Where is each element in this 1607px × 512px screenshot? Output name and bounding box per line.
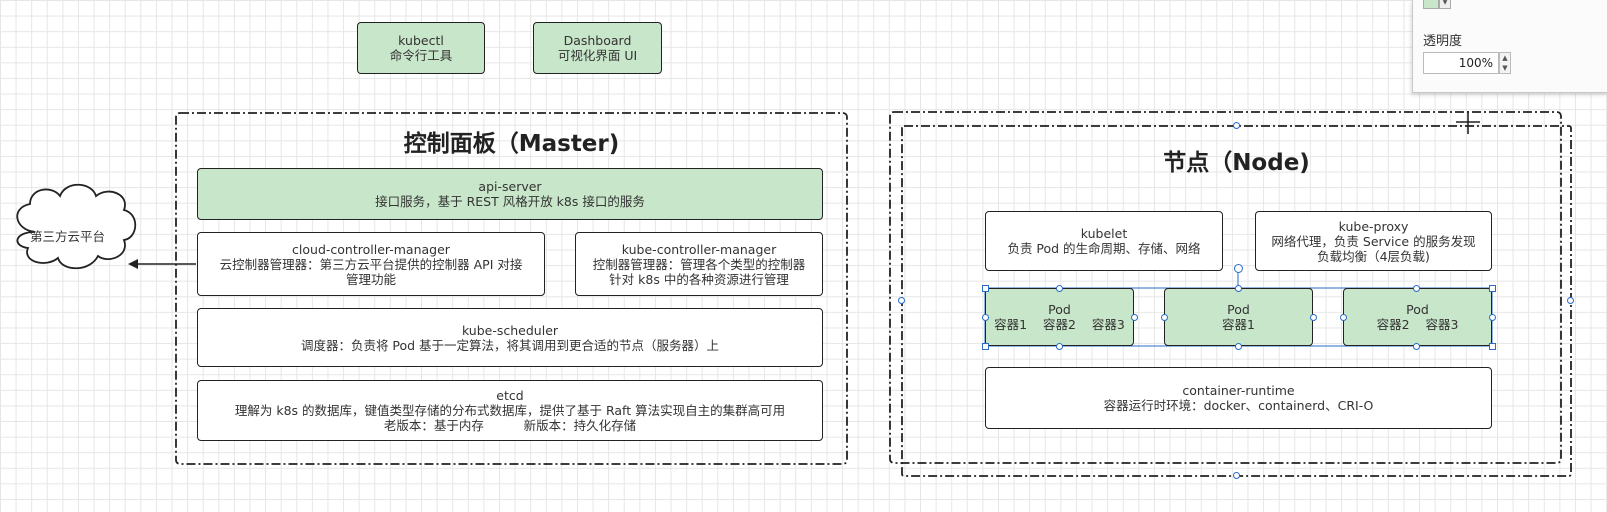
pod-box-3[interactable]: Pod 容器2 容器3: [1343, 288, 1492, 346]
connect-handle[interactable]: [1235, 343, 1242, 350]
group-handle-right[interactable]: [1567, 297, 1574, 304]
container-runtime-box[interactable]: container-runtime 容器运行时环境：docker、contain…: [985, 367, 1492, 429]
fill-color-swatch[interactable]: [1423, 0, 1439, 9]
connect-handle[interactable]: [1056, 285, 1063, 292]
kubectl-desc: 命令行工具: [389, 48, 453, 63]
kcm-name: kube-controller-manager: [621, 241, 777, 257]
kube-scheduler-box[interactable]: kube-scheduler 调度器：负责将 Pod 基于一定算法，将其调用到更…: [197, 308, 823, 367]
opacity-label: 透明度: [1423, 34, 1463, 49]
kubectl-box[interactable]: kubectl 命令行工具: [357, 22, 485, 74]
arrow-head: [128, 259, 138, 269]
kubelet-name: kubelet: [1080, 226, 1128, 241]
kubelet-box[interactable]: kubelet 负责 Pod 的生命周期、存储、网络: [985, 211, 1223, 271]
kcm-desc-2: 针对 k8s 中的各种资源进行管理: [609, 271, 789, 287]
pod-3-containers: 容器2 容器3: [1376, 317, 1459, 332]
pod-2-containers: 容器1: [1222, 317, 1255, 332]
connect-handle[interactable]: [982, 314, 989, 321]
etcd-box[interactable]: etcd 理解为 k8s 的数据库，键值类型存储的分布式数据库，提供了基于 Ra…: [197, 380, 823, 441]
kube-controller-manager-box[interactable]: kube-controller-manager 控制器管理器：管理各个类型的控制…: [575, 232, 823, 296]
connect-handle[interactable]: [1413, 343, 1420, 350]
kubectl-name: kubectl: [398, 33, 444, 48]
resize-handle-ne[interactable]: [1489, 285, 1496, 292]
connect-handle[interactable]: [1413, 285, 1420, 292]
chevron-down-icon[interactable]: ▼: [1439, 0, 1451, 9]
group-handle-bottom[interactable]: [1233, 472, 1240, 479]
opacity-input[interactable]: 100%: [1423, 52, 1499, 74]
rotate-handle[interactable]: [1234, 264, 1243, 273]
pod-1-name: Pod: [1048, 302, 1071, 317]
runtime-name: container-runtime: [1182, 383, 1295, 398]
ccm-desc-2: 管理功能: [345, 271, 396, 287]
kubelet-desc: 负责 Pod 的生命周期、存储、网络: [1007, 241, 1201, 256]
opacity-stepper[interactable]: ▲▼: [1499, 52, 1511, 74]
cloud-shape: [16, 183, 137, 270]
dashboard-name: Dashboard: [563, 33, 632, 48]
runtime-desc: 容器运行时环境：docker、containerd、CRI-O: [1103, 398, 1374, 413]
scheduler-name: kube-scheduler: [461, 322, 559, 338]
kube-proxy-name: kube-proxy: [1338, 218, 1409, 234]
connect-handle[interactable]: [1489, 314, 1496, 321]
scheduler-desc: 调度器：负责将 Pod 基于一定算法，将其调用到更合适的节点（服务器）上: [300, 337, 720, 353]
cloud-label[interactable]: 第三方云平台: [29, 229, 105, 244]
dashboard-box[interactable]: Dashboard 可视化界面 UI: [533, 22, 662, 74]
kube-proxy-desc-1: 网络代理，负责 Service 的服务发现: [1271, 233, 1476, 249]
connect-handle[interactable]: [1235, 285, 1242, 292]
etcd-desc-1: 理解为 k8s 的数据库，键值类型存储的分布式数据库，提供了基于 Raft 算法…: [234, 403, 786, 418]
api-server-desc: 接口服务，基于 REST 风格开放 k8s 接口的服务: [375, 194, 645, 209]
etcd-name: etcd: [496, 388, 524, 403]
connect-handle[interactable]: [1056, 343, 1063, 350]
pod-box-2[interactable]: Pod 容器1: [1164, 288, 1313, 346]
node-group-frame-back: [889, 111, 1562, 464]
etcd-desc-2: 老版本：基于内存 新版本：持久化存储: [383, 418, 637, 433]
api-server-box[interactable]: api-server 接口服务，基于 REST 风格开放 k8s 接口的服务: [197, 168, 823, 220]
cloud-controller-manager-box[interactable]: cloud-controller-manager 云控制器管理器：第三方云平台提…: [197, 232, 545, 296]
resize-handle-nw[interactable]: [982, 285, 989, 292]
pod-box-1[interactable]: Pod 容器1 容器2 容器3: [985, 288, 1134, 346]
master-group-frame: [175, 112, 848, 465]
api-server-name: api-server: [478, 179, 542, 194]
group-handle-left[interactable]: [898, 297, 905, 304]
node-title[interactable]: 节点（Node): [1163, 150, 1310, 176]
connect-handle[interactable]: [1340, 314, 1347, 321]
pod-2-name: Pod: [1227, 302, 1250, 317]
group-handle-top[interactable]: [1233, 122, 1240, 129]
kube-proxy-box[interactable]: kube-proxy 网络代理，负责 Service 的服务发现 负载均衡（4层…: [1255, 211, 1492, 271]
connect-handle[interactable]: [1310, 314, 1317, 321]
pod-1-containers: 容器1 容器2 容器3: [994, 317, 1125, 332]
format-panel: ▼ 透明度 100% ▲▼: [1412, 0, 1607, 93]
kube-proxy-desc-2: 负载均衡（4层负载): [1317, 248, 1430, 264]
master-title[interactable]: 控制面板（Master): [403, 131, 620, 157]
kcm-desc-1: 控制器管理器：管理各个类型的控制器: [592, 256, 806, 272]
resize-handle-sw[interactable]: [982, 343, 989, 350]
ccm-desc-1: 云控制器管理器：第三方云平台提供的控制器 API 对接: [219, 256, 523, 272]
pod-3-name: Pod: [1406, 302, 1429, 317]
ccm-name: cloud-controller-manager: [292, 241, 450, 257]
dashboard-desc: 可视化界面 UI: [557, 48, 638, 63]
resize-handle-se[interactable]: [1489, 343, 1496, 350]
connect-handle[interactable]: [1131, 314, 1138, 321]
connect-handle[interactable]: [1161, 314, 1168, 321]
